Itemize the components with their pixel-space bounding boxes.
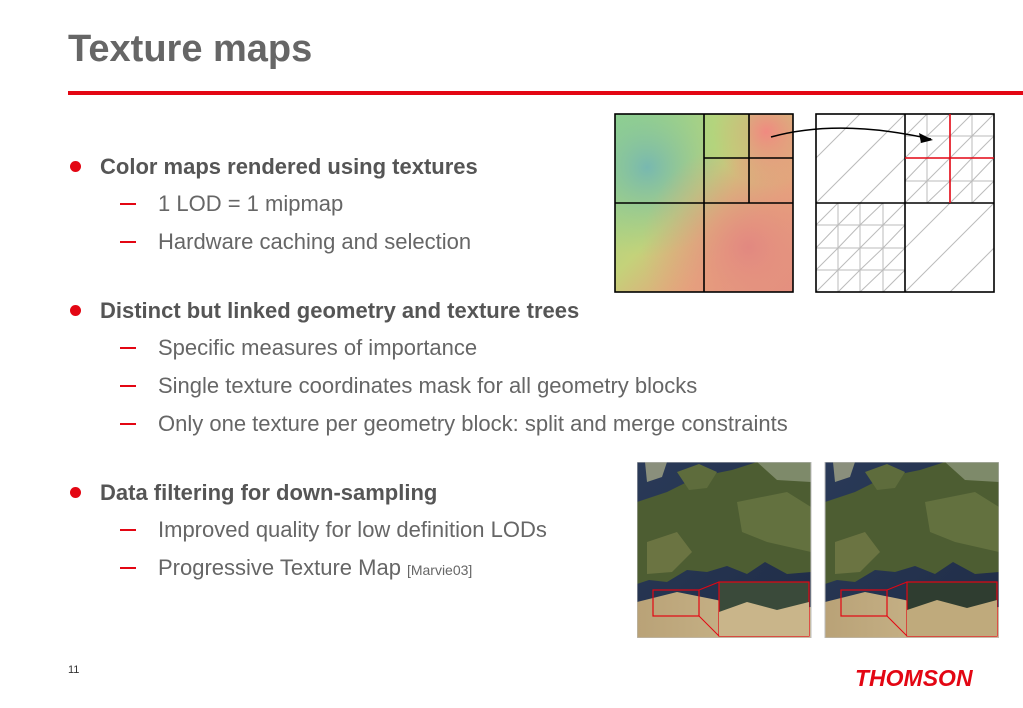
sub-bullet-text: Hardware caching and selection [158,229,472,254]
bullet-section: Data filtering for down-sampling Improve… [68,474,968,587]
geometry-grid [815,113,995,293]
zoom-inset [840,581,998,637]
sub-bullet: Improved quality for low definition LODs [68,511,968,549]
sub-bullet-text: Single texture coordinates mask for all … [158,373,698,398]
bullet-heading-text: Distinct but linked geometry and texture… [100,297,580,323]
sub-bullet: Only one texture per geometry block: spl… [68,405,968,443]
link-arrow [770,127,933,143]
thomson-logo: THOMSON [855,665,973,691]
europe-map-left [637,462,812,638]
dash-icon [120,241,136,243]
citation: [Marvie03] [406,562,473,578]
sub-bullet: Progressive Texture Map [Marvie03] [68,549,968,587]
bullet-heading-text: Color maps rendered using textures [100,153,478,179]
sub-bullet-text: Specific measures of importance [158,335,478,360]
bullet-section: Distinct but linked geometry and texture… [68,292,968,443]
sub-bullet-text: 1 LOD = 1 mipmap [158,191,344,216]
bullet-list: Color maps rendered using textures 1 LOD… [68,148,968,618]
bullet-heading: Data filtering for down-sampling [68,474,968,511]
color-map [614,113,794,293]
sub-bullet: Single texture coordinates mask for all … [68,367,968,405]
europe-map-right [824,462,999,638]
page-number: 11 [68,664,80,676]
bullet-dot-icon [70,305,81,316]
bullet-dot-icon [70,487,81,498]
dash-icon [120,567,136,569]
dash-icon [120,347,136,349]
bullet-dot-icon [70,161,81,172]
zoom-inset [652,581,810,637]
dash-icon [120,423,136,425]
bullet-heading-text: Data filtering for down-sampling [100,479,438,505]
sub-bullet-text: Only one texture per geometry block: spl… [158,411,788,436]
sub-bullet: Specific measures of importance [68,329,968,367]
bullet-heading: Color maps rendered using textures [68,148,968,185]
bullet-heading: Distinct but linked geometry and texture… [68,292,968,329]
sub-bullet: 1 LOD = 1 mipmap [68,185,968,223]
dash-icon [120,529,136,531]
texture-tree-figure [614,113,995,293]
sub-bullet-text: Progressive Texture Map [158,555,401,580]
sub-bullet: Hardware caching and selection [68,223,968,261]
slide-title: Texture maps [68,28,313,70]
bullet-section: Color maps rendered using textures 1 LOD… [68,148,968,261]
europe-maps-figure [637,462,999,638]
dash-icon [120,385,136,387]
title-divider [68,91,1023,95]
sub-bullet-text: Improved quality for low definition LODs [158,517,547,542]
dash-icon [120,203,136,205]
